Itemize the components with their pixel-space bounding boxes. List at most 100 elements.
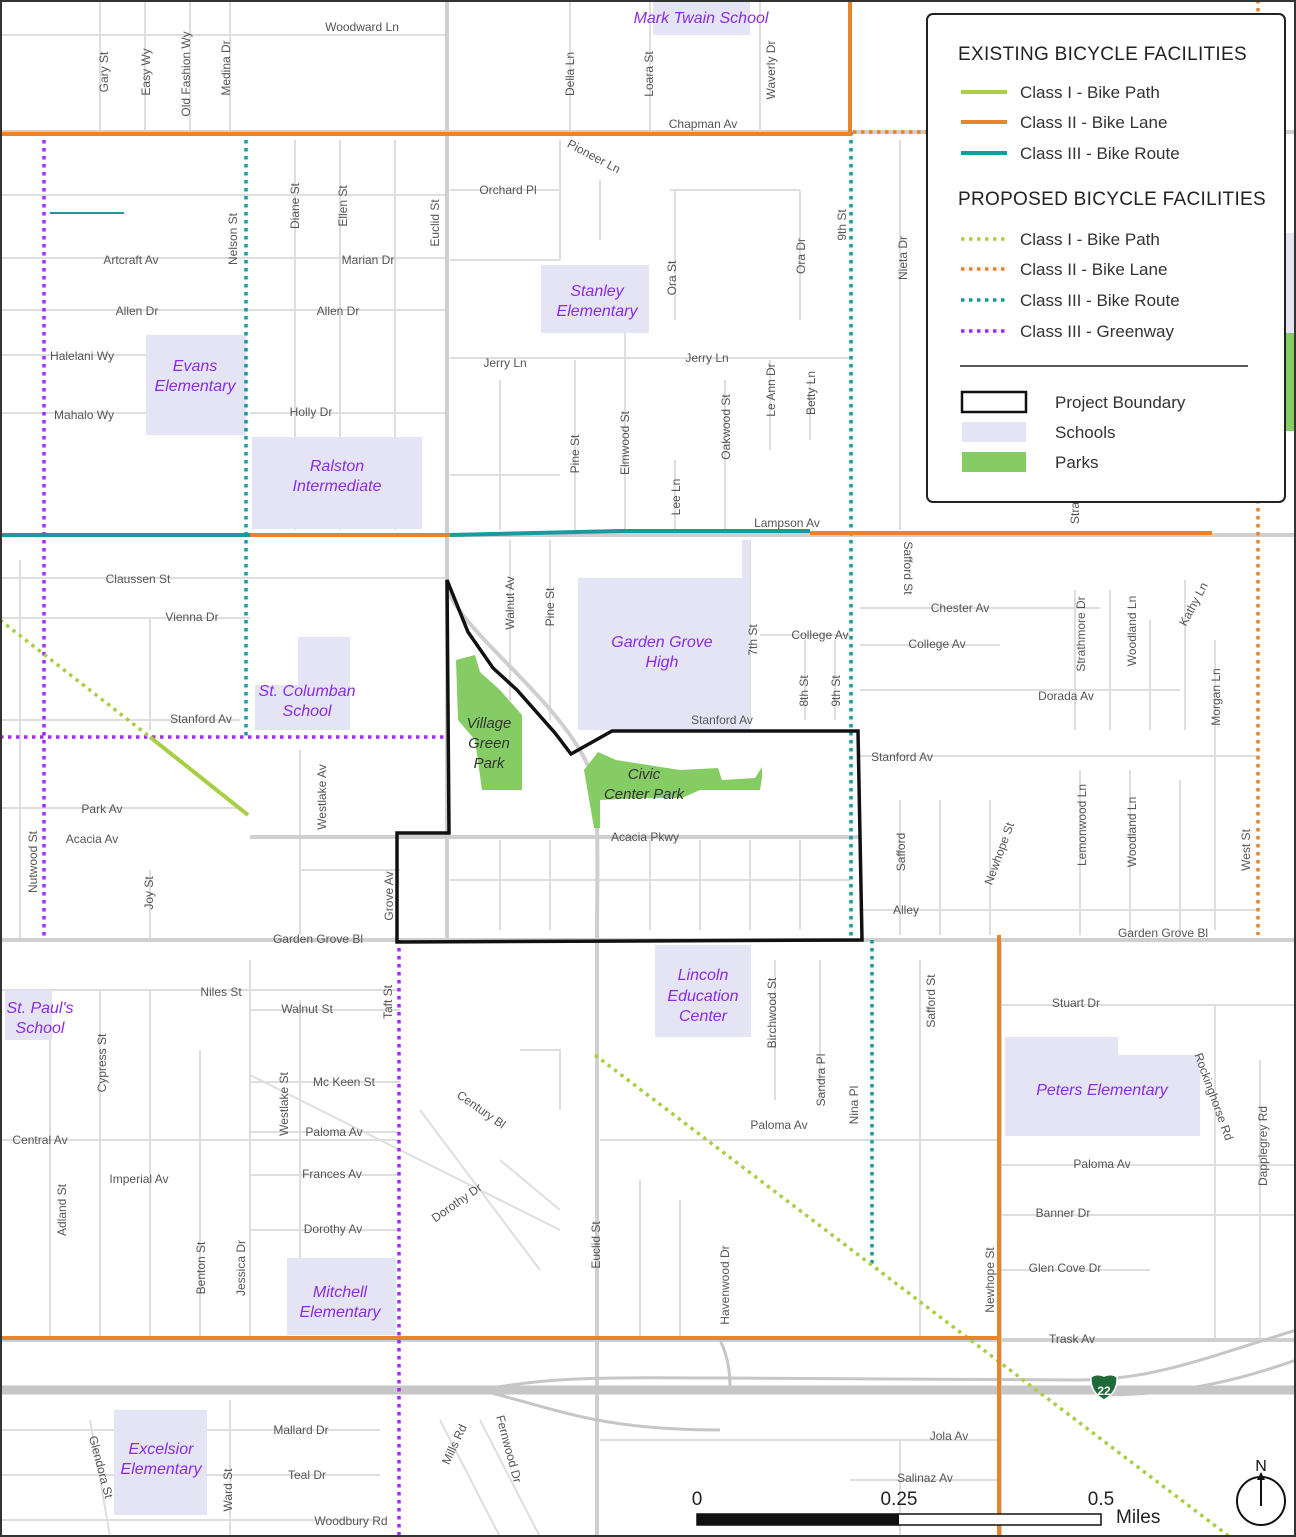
school-label: High <box>646 654 679 671</box>
freeway-22 <box>0 1328 1296 1432</box>
scale-bar: 0 0.25 0.5 Miles <box>692 1489 1161 1528</box>
school-label: Center <box>679 1008 728 1025</box>
street-label: Central Av <box>12 1133 67 1147</box>
scale-label-quarter: 0.25 <box>881 1489 918 1510</box>
park-labels: Village Green Park Civic Center Park <box>467 715 686 803</box>
legend-label: Project Boundary <box>1055 393 1186 412</box>
street-label: Dorothy Av <box>304 1222 362 1236</box>
proposed-class3 <box>244 132 874 1265</box>
street-label: Woodland Ln <box>1125 797 1139 868</box>
street-label: Nutwood St <box>26 830 40 893</box>
street-label: Teal Dr <box>288 1468 326 1482</box>
street-label: Morgan Ln <box>1209 668 1223 725</box>
school-label: Elementary <box>121 1461 203 1478</box>
street-label: Paloma Av <box>1073 1157 1130 1171</box>
street-label: Mc Keen St <box>313 1075 376 1089</box>
legend-swatch-parks <box>962 452 1026 472</box>
street-label: Paloma Av <box>305 1125 362 1139</box>
street-label: Woodland Ln <box>1125 596 1139 667</box>
school-areas <box>5 0 1296 1515</box>
north-label: N <box>1255 1458 1267 1475</box>
street-label: Stuart Dr <box>1052 996 1100 1010</box>
street-label: Nina Pl <box>847 1086 861 1125</box>
street-label: Lee Ln <box>669 479 683 516</box>
proposed-class2 <box>853 0 1260 935</box>
street-label: Jerry Ln <box>483 356 526 370</box>
street-label: Mahalo Wy <box>54 408 114 422</box>
street-label: Trask Av <box>1049 1332 1095 1346</box>
legend-label: Class III - Bike Route <box>1020 291 1180 310</box>
street-label: West St <box>1239 828 1253 870</box>
street-label: Euclid St <box>589 1221 603 1269</box>
street-label: Le Ann Dr <box>764 363 778 416</box>
street-label: Dorada Av <box>1038 689 1094 703</box>
street-label: Ora Dr <box>794 238 808 274</box>
existing-class3 <box>0 212 810 537</box>
street-label: Westlake St <box>277 1071 291 1135</box>
street-label: Chapman Av <box>669 117 738 131</box>
street-label: Stanford Av <box>170 712 232 726</box>
legend: EXISTING BICYCLE FACILITIES Class I - Bi… <box>926 13 1286 503</box>
street-label: Newhope St <box>983 1247 997 1313</box>
street-label: Old Fashion Wy <box>179 31 193 116</box>
street-label: Paloma Av <box>750 1118 807 1132</box>
street-label: Pine St <box>543 587 557 626</box>
street-label: Nieta Dr <box>896 236 910 280</box>
street-label: Salinaz Av <box>897 1471 953 1485</box>
legend-label: Class II - Bike Lane <box>1020 113 1167 132</box>
street-label: Euclid St <box>428 199 442 247</box>
street-label: Della Ln <box>563 52 577 96</box>
street-label: Woodbury Rd <box>314 1514 387 1528</box>
street-label: Safford St <box>901 541 915 595</box>
street-label: Stra <box>1068 502 1082 524</box>
street-label: Waverly Dr <box>764 41 778 100</box>
proposed-greenway <box>0 132 447 1537</box>
street-label: Newhope St <box>981 820 1017 887</box>
street-label: 9th St <box>835 209 849 241</box>
legend-existing-title: EXISTING BICYCLE FACILITIES <box>958 44 1247 65</box>
school-labels: Mark Twain School Stanley Elementary Eva… <box>6 10 1168 1478</box>
street-label: Allen Dr <box>317 304 360 318</box>
scale-label-zero: 0 <box>692 1489 703 1510</box>
street-label: Glendora St <box>86 1434 116 1500</box>
street-label: Orchard Pl <box>479 183 536 197</box>
route-22-label: 22 <box>1097 1384 1111 1398</box>
street-label: Imperial Av <box>109 1172 168 1186</box>
street-label: Holly Dr <box>290 405 333 419</box>
street-label: Walnut St <box>281 1002 333 1016</box>
street-label: Mallard Dr <box>273 1423 328 1437</box>
street-label: Ward St <box>221 1468 235 1512</box>
street-label: Jola Av <box>930 1429 968 1443</box>
school-label: Intermediate <box>293 478 382 495</box>
street-label: Dapplegrey Rd <box>1256 1106 1270 1186</box>
street-label: Niles St <box>200 985 242 999</box>
street-label: Strathmore Dr <box>1074 596 1088 671</box>
street-label: Century Bl <box>454 1088 508 1132</box>
street-label: Gary St <box>97 51 111 92</box>
school-label: Excelsior <box>129 1441 195 1458</box>
street-label: Kathy Ln <box>1176 580 1211 628</box>
park-label: Green <box>468 735 510 752</box>
street-label: Medina Dr <box>219 40 233 95</box>
legend-box <box>926 13 1286 503</box>
street-label: Ora St <box>665 260 679 295</box>
existing-class1 <box>148 735 250 817</box>
street-label: Joy St <box>142 876 156 910</box>
legend-label: Class I - Bike Path <box>1020 83 1160 102</box>
street-label: Nelson St <box>226 212 240 265</box>
street-label: Halelani Wy <box>50 349 114 363</box>
school-label: Mitchell <box>313 1284 368 1301</box>
proposed-class1 <box>0 618 1232 1537</box>
legend-proposed-title: PROPOSED BICYCLE FACILITIES <box>958 189 1266 210</box>
scale-label-half: 0.5 <box>1088 1489 1114 1510</box>
school-label: Mark Twain School <box>634 10 769 27</box>
street-label: Safford <box>894 833 908 871</box>
school-label: School <box>283 703 332 720</box>
street-label: Marian Dr <box>342 253 395 267</box>
street-label: Chester Av <box>931 601 989 615</box>
school-label: Elementary <box>557 303 639 320</box>
street-label: Acacia Pkwy <box>611 830 679 844</box>
school-label: Education <box>667 988 738 1005</box>
north-arrow: N <box>1236 1458 1286 1526</box>
